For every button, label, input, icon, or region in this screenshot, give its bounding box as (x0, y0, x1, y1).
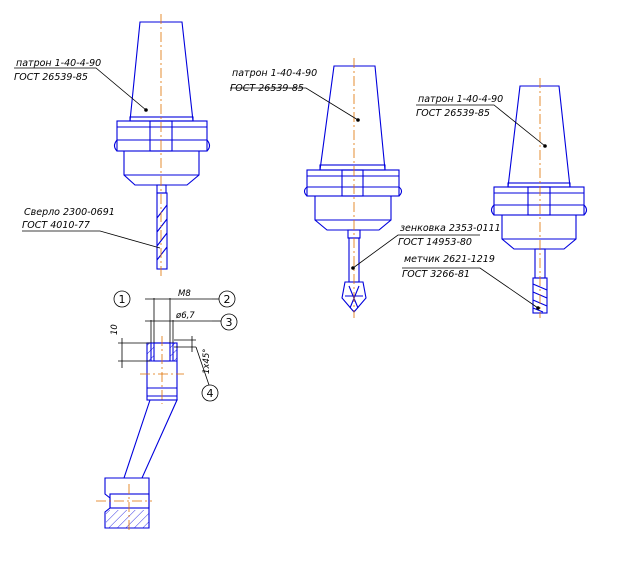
countersink-callout-line2: ГОСТ 14953-80 (398, 237, 472, 248)
part-section (96, 336, 184, 530)
holder-3-callout-line2: ГОСТ 26539-85 (416, 108, 490, 119)
tool-assembly-1: патрон 1-40-4-90 ГОСТ 26539-85 Сверло 23… (14, 14, 211, 276)
tap-callout-line2: ГОСТ 3266-81 (402, 269, 470, 280)
depth-dimension: 10 (110, 324, 120, 335)
holder-3-callout-line1: патрон 1-40-4-90 (418, 94, 503, 105)
tool-assembly-3: патрон 1-40-4-90 ГОСТ 26539-85 метчик 26… (402, 78, 588, 318)
holder-2-callout-line1: патрон 1-40-4-90 (232, 68, 317, 79)
marker-3: 3 (226, 316, 233, 329)
holder-1-callout-line1: патрон 1-40-4-90 (16, 58, 101, 69)
countersink-callout-line1: зенковка 2353-0111 (400, 223, 501, 234)
drill-callout-line1: Сверло 2300-0691 (24, 207, 115, 218)
tap-callout-line1: метчик 2621-1219 (404, 254, 495, 265)
thread-dimension: М8 (178, 289, 191, 299)
marker-4: 4 (207, 387, 214, 400)
holder-2-callout-line2: ГОСТ 26539-85 (230, 83, 304, 94)
diameter-dimension: ø6,7 (175, 311, 195, 321)
marker-2: 2 (224, 293, 231, 306)
tool-assembly-2: патрон 1-40-4-90 ГОСТ 26539-85 зенковка … (230, 58, 501, 318)
holder-1-callout-line2: ГОСТ 26539-85 (14, 72, 88, 83)
marker-1: 1 (119, 293, 126, 306)
chamfer-dimension: 1х45° (202, 348, 212, 374)
dimensions: М8 ø6,7 10 1х45° 1 2 3 4 (110, 289, 238, 402)
drill-callout-line2: ГОСТ 4010-77 (22, 220, 90, 231)
